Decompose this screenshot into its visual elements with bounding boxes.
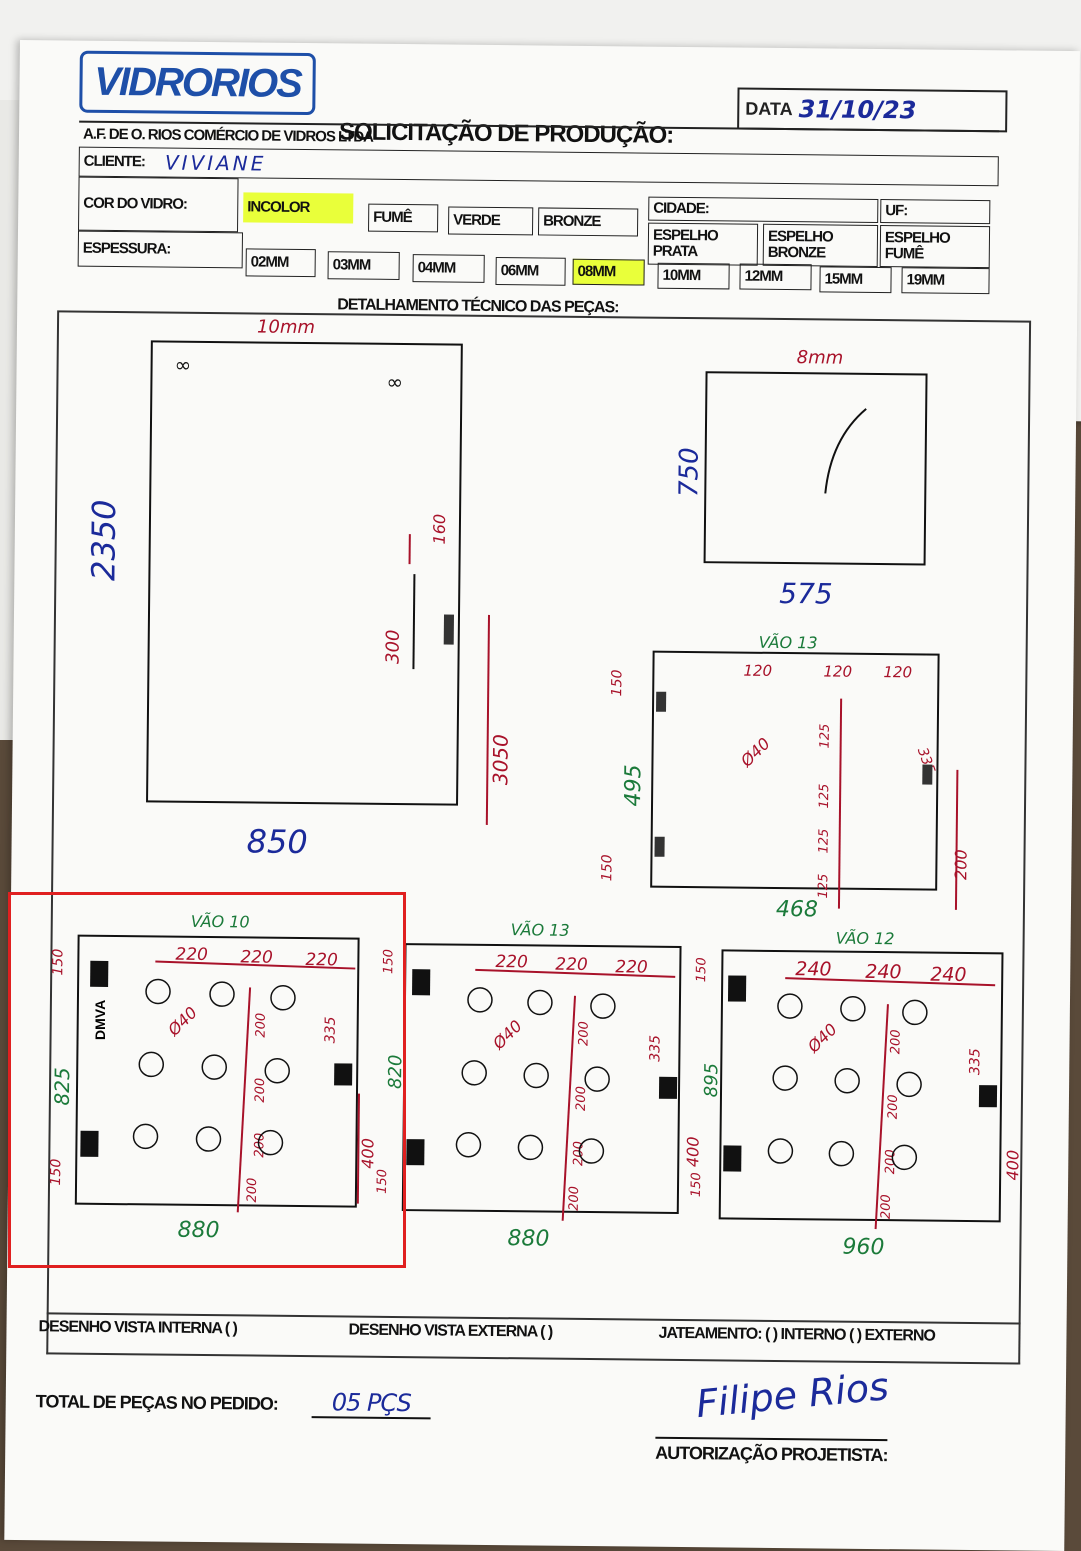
p3-v2: 125 (817, 784, 832, 809)
p6-height: 895 (701, 1063, 722, 1098)
p6-right: 335 (967, 1048, 983, 1075)
p3-right2: 200 (951, 849, 970, 880)
piece-1-outline (147, 341, 462, 804)
p1-width: 850 (246, 822, 307, 861)
total-pieces-value: 05 PÇS (312, 1388, 431, 1419)
p6-bot: 150 (689, 1172, 704, 1197)
p5-diameter: Ø40 (488, 1016, 526, 1053)
door-swing-mark (825, 408, 866, 493)
p2-note: 8mm (797, 347, 844, 368)
p5-vao: VÃO 13 (511, 920, 570, 940)
p3-spacing-1: 120 (743, 662, 772, 680)
hole-grid (768, 994, 927, 1170)
authorization: AUTORIZAÇÃO PROJETISTA: (655, 1437, 888, 1466)
internal-view-option[interactable]: DESENHO VISTA INTERNA ( ) (38, 1318, 237, 1338)
p1-d3: 3050 (488, 734, 513, 785)
p1-note: 10mm (257, 316, 315, 338)
p6-spacing-1: 240 (795, 958, 831, 980)
piece-5: VÃO 13 220 220 220 Ø40 820 880 150 150 3… (374, 919, 704, 1253)
p5-right: 335 (647, 1035, 663, 1062)
hinge-mark: ∞ (386, 370, 403, 394)
piece-6-outline (720, 950, 1003, 1221)
p3-spacing-2: 120 (823, 662, 852, 680)
hinge-block (412, 969, 430, 995)
p6-diameter: Ø40 (803, 1020, 841, 1057)
p3-v3: 125 (817, 829, 832, 854)
external-view-option[interactable]: DESENHO VISTA EXTERNA ( ) (348, 1322, 552, 1342)
p3-diameter: Ø40 (736, 734, 774, 771)
p6-vao: VÃO 12 (836, 929, 895, 949)
p6-right2: 400 (1003, 1150, 1022, 1181)
total-pieces-label: TOTAL DE PEÇAS NO PEDIDO: (36, 1391, 278, 1414)
piece-3-outline (651, 652, 938, 890)
handle-block (659, 1077, 677, 1099)
p6-v1: 200 (888, 1029, 903, 1054)
p3-height: 495 (621, 764, 646, 806)
piece-2-outline (705, 372, 927, 564)
dim-line (413, 574, 414, 669)
piece-3: VÃO 13 120 120 120 Ø40 495 468 150 150 3… (599, 631, 973, 924)
handle-mark (444, 614, 454, 644)
hinge-block (656, 692, 666, 712)
hinge-mark: ∞ (174, 353, 191, 377)
piece-6: VÃO 12 240 240 240 Ø40 895 960 150 150 3… (688, 927, 1024, 1261)
p5-v4: 200 (567, 1186, 582, 1211)
p1-height: 2350 (84, 499, 123, 581)
p5-v2: 200 (574, 1086, 589, 1111)
selection-highlight-box (8, 892, 406, 1268)
p3-v4: 125 (816, 874, 831, 899)
p5-spacing-1: 220 (495, 952, 528, 972)
p6-spacing-2: 240 (865, 961, 901, 983)
p3-spacing-3: 120 (883, 663, 912, 681)
piece-1: ∞ ∞ 10mm 2350 850 300 160 3050 (81, 315, 517, 863)
hinge-block (406, 1139, 424, 1165)
p6-v4: 200 (879, 1194, 894, 1219)
p3-bot: 150 (599, 854, 615, 881)
dim-line (487, 615, 489, 825)
handle-block (979, 1085, 997, 1107)
total-pieces: TOTAL DE PEÇAS NO PEDIDO: 05 PÇS (36, 1385, 431, 1417)
p6-v3: 200 (883, 1149, 898, 1174)
p5-right2: 400 (683, 1136, 702, 1167)
piece-5-outline (403, 944, 681, 1213)
hinge-block (654, 837, 664, 857)
authorization-label: AUTORIZAÇÃO PROJETISTA: (655, 1443, 888, 1465)
jateamento-option[interactable]: JATEAMENTO: ( ) INTERNO ( ) EXTERNO (658, 1325, 935, 1346)
p3-top: 150 (609, 669, 625, 696)
p5-v1: 200 (576, 1021, 591, 1046)
piece-2: 8mm 750 575 (673, 346, 927, 612)
p2-height: 750 (674, 447, 705, 497)
p3-vao: VÃO 13 (759, 633, 818, 653)
p1-d1: 300 (382, 629, 403, 664)
hinge-block (723, 1145, 741, 1171)
dim-line (839, 699, 841, 909)
p5-v3: 200 (571, 1141, 586, 1166)
p6-top: 150 (694, 957, 709, 982)
p1-d2: 160 (430, 514, 449, 545)
hinge-block (728, 975, 746, 1001)
hole-grid (456, 988, 615, 1164)
p3-width: 468 (776, 897, 818, 922)
p5-width: 880 (507, 1226, 549, 1251)
p6-v2: 200 (886, 1094, 901, 1119)
production-request-sheet: VIDRORIOS DATA 31/10/23 SOLICITAÇÃO DE P… (4, 40, 1080, 1551)
handle-block (922, 764, 932, 784)
dim-line (956, 770, 957, 910)
p2-width: 575 (779, 577, 833, 611)
p6-width: 960 (842, 1235, 884, 1260)
p3-v1: 125 (818, 724, 833, 749)
dmva-label: DMVA (92, 1000, 108, 1040)
